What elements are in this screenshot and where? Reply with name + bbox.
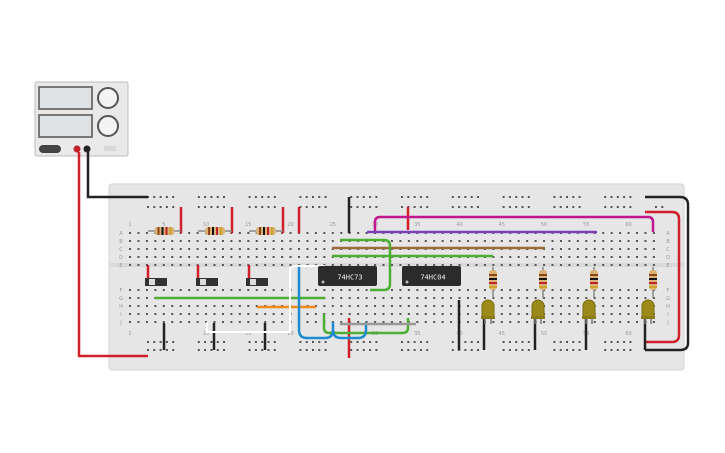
svg-text:I: I: [120, 312, 121, 318]
svg-text:50: 50: [541, 222, 547, 228]
power-switch[interactable]: [39, 145, 61, 153]
wire-magenta[interactable]: [373, 215, 655, 232]
svg-text:D: D: [119, 255, 123, 261]
svg-text:F: F: [667, 288, 670, 294]
svg-text:J: J: [119, 320, 121, 326]
svg-text:J: J: [666, 320, 668, 326]
svg-text:F: F: [120, 288, 123, 294]
svg-text:D: D: [666, 255, 670, 261]
power-supply[interactable]: [34, 81, 129, 157]
svg-text:E: E: [119, 263, 122, 269]
svg-text:15: 15: [245, 331, 251, 337]
wire-red-rail-link[interactable]: [645, 210, 681, 344]
svg-text:15: 15: [245, 222, 251, 228]
slide-switches[interactable]: [145, 265, 268, 286]
svg-text:40: 40: [456, 222, 462, 228]
svg-text:60: 60: [625, 222, 631, 228]
svg-text:60: 60: [625, 331, 631, 337]
svg-text:A: A: [119, 231, 123, 237]
led-indicators[interactable]: [481, 267, 657, 324]
wire-black-rail-link[interactable]: [645, 195, 690, 352]
svg-text:H: H: [666, 304, 670, 310]
chip-label: 74HC73: [337, 274, 362, 282]
negative-terminal[interactable]: [83, 145, 91, 153]
wire-blue-b[interactable]: [331, 322, 368, 340]
chip-label: 74HC04: [420, 274, 445, 282]
wire-red-power[interactable]: [77, 152, 148, 358]
svg-text:25: 25: [330, 222, 336, 228]
svg-text:45: 45: [499, 222, 505, 228]
svg-text:35: 35: [414, 222, 420, 228]
wire-white[interactable]: [206, 265, 325, 333]
logo-plate: [104, 146, 116, 151]
current-knob[interactable]: [97, 115, 119, 137]
svg-text:10: 10: [203, 222, 209, 228]
svg-text:55: 55: [583, 222, 589, 228]
svg-text:5: 5: [162, 222, 165, 228]
svg-text:E: E: [666, 263, 669, 269]
svg-text:1: 1: [128, 222, 131, 228]
svg-text:H: H: [119, 304, 123, 310]
positive-terminal[interactable]: [73, 145, 81, 153]
svg-text:I: I: [667, 312, 668, 318]
wire-green-loop[interactable]: [340, 238, 392, 292]
wire-black-ground[interactable]: [86, 152, 148, 199]
chip-74hc04[interactable]: 74HC04: [402, 266, 461, 286]
svg-text:10: 10: [203, 331, 209, 337]
svg-text:45: 45: [499, 331, 505, 337]
svg-text:C: C: [119, 247, 123, 253]
voltage-display: [38, 86, 93, 110]
chip-74hc73[interactable]: 74HC73: [318, 266, 377, 286]
svg-text:G: G: [119, 296, 123, 302]
svg-text:C: C: [666, 247, 670, 253]
voltage-knob[interactable]: [97, 87, 119, 109]
svg-text:1: 1: [128, 331, 131, 337]
svg-text:50: 50: [541, 331, 547, 337]
svg-text:A: A: [666, 231, 670, 237]
resistors-top[interactable]: [148, 227, 283, 235]
svg-text:B: B: [119, 239, 123, 245]
center-channel: [109, 263, 684, 267]
svg-text:20: 20: [287, 222, 293, 228]
current-display: [38, 114, 93, 138]
svg-text:35: 35: [414, 331, 420, 337]
svg-text:B: B: [666, 239, 670, 245]
svg-text:20: 20: [287, 331, 293, 337]
svg-text:G: G: [666, 296, 670, 302]
